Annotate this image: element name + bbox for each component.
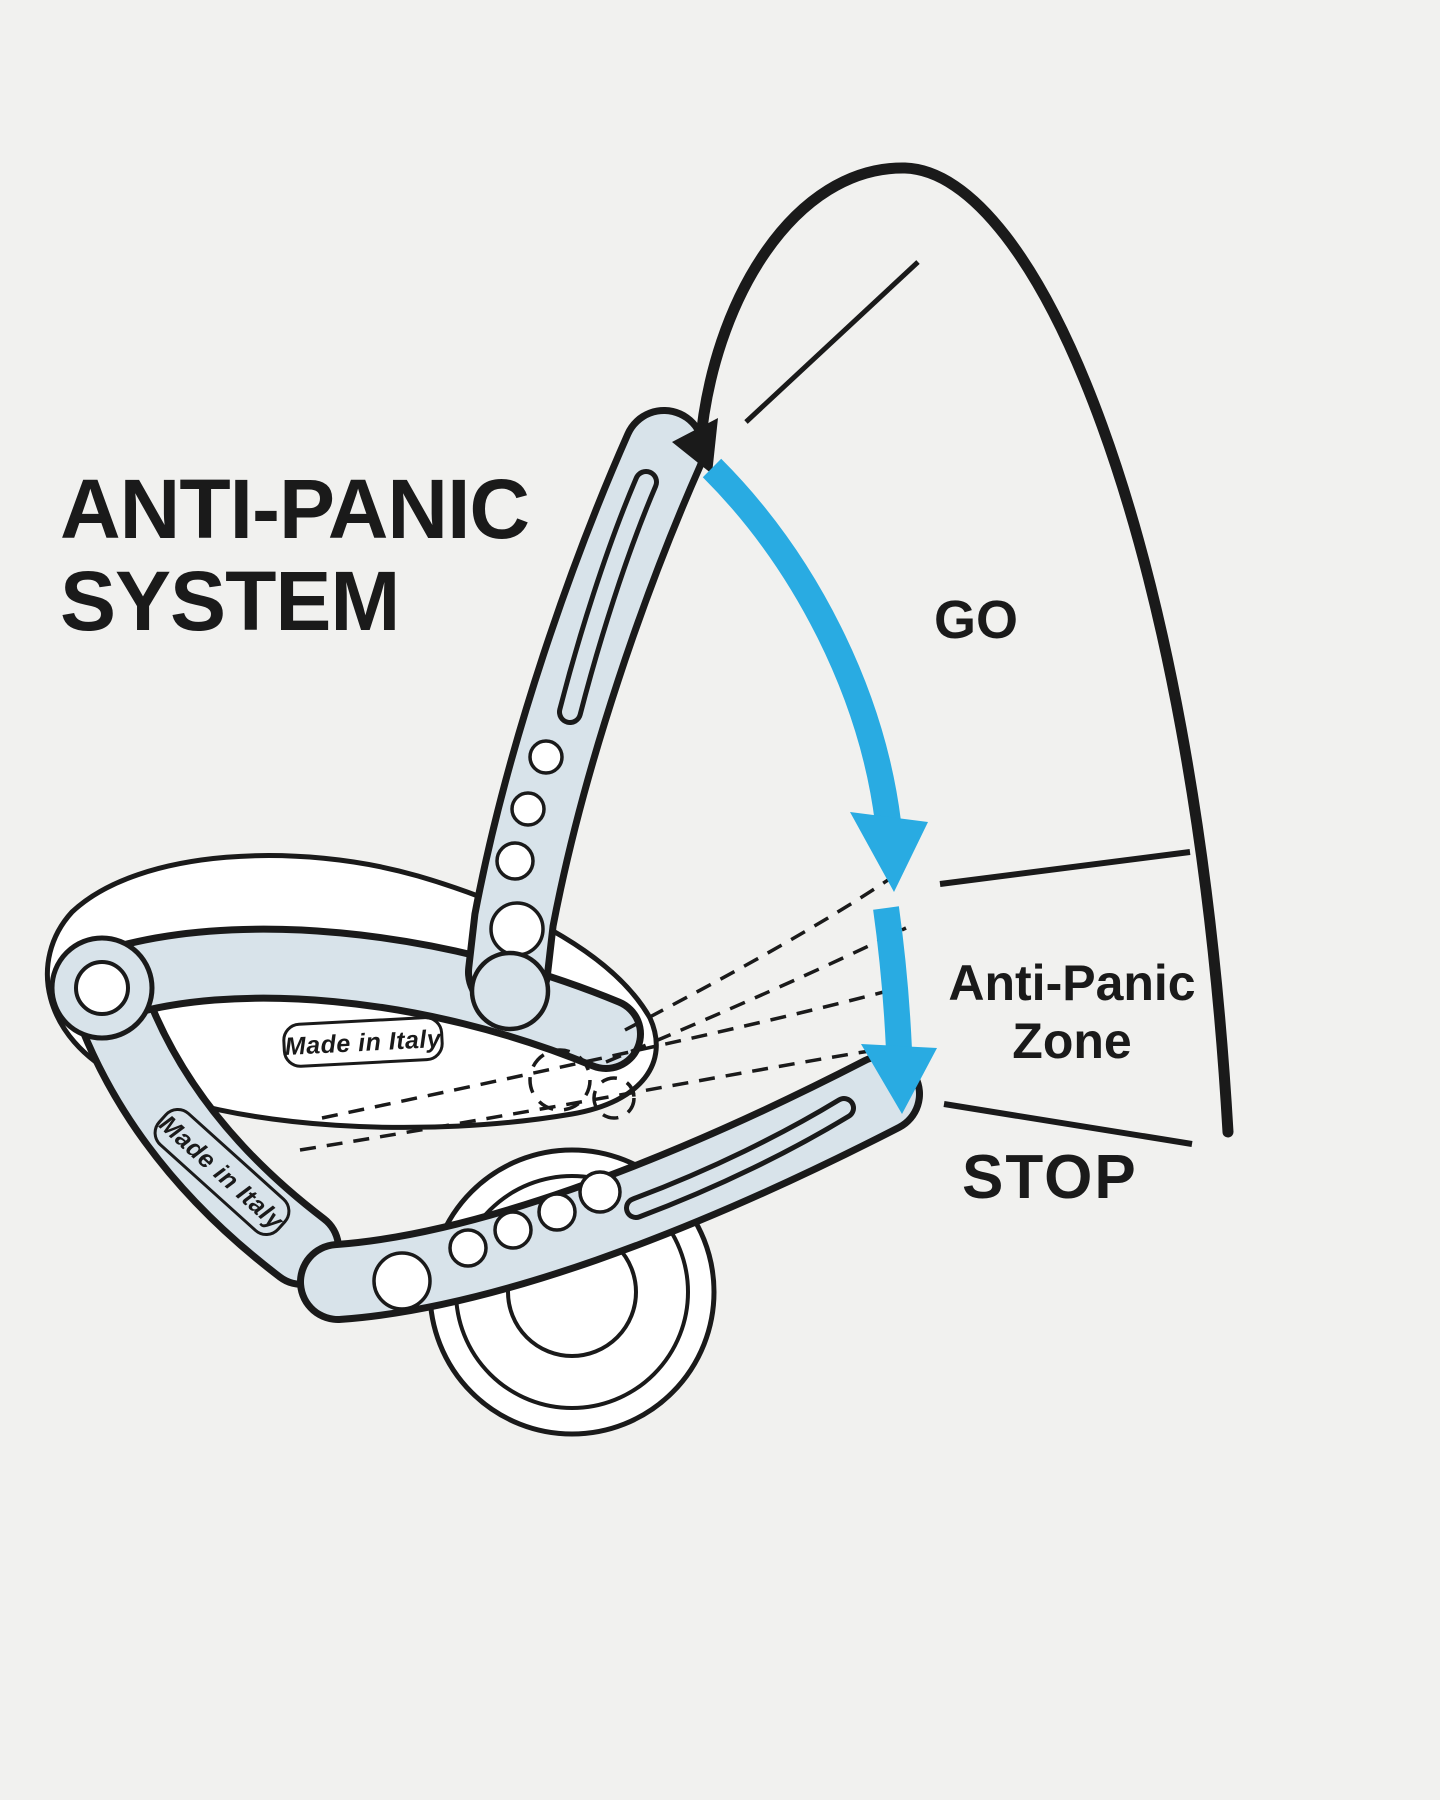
handle-hole xyxy=(495,841,535,881)
dashed-cam-outline xyxy=(528,1048,592,1112)
main-pivot xyxy=(49,935,155,1041)
go-zone-label: GO xyxy=(934,590,1018,650)
lever-hole xyxy=(578,1170,622,1214)
control-handle xyxy=(465,407,707,1032)
zone-divider-upper xyxy=(939,849,1191,887)
go-zone-arrow xyxy=(702,458,928,892)
diagram-title-line2: SYSTEM xyxy=(60,554,399,648)
zone-divider-lower xyxy=(943,1101,1193,1147)
anti-panic-arrowhead xyxy=(861,1044,937,1114)
diagram-labels: ANTI-PANIC SYSTEM GO Anti-Panic Zone STO… xyxy=(60,462,1196,1212)
handle-pointer-line xyxy=(744,260,920,424)
handle-hole xyxy=(489,901,545,957)
diagram-title-line1: ANTI-PANIC xyxy=(60,462,529,556)
stop-zone-label: STOP xyxy=(962,1143,1138,1212)
bottom-lever xyxy=(297,1053,923,1323)
dashed-cam-outline xyxy=(592,1076,636,1120)
anti-panic-zone-label-line1: Anti-Panic xyxy=(948,955,1195,1011)
dashed-motion-paths xyxy=(299,870,907,1152)
lever-hole xyxy=(372,1251,432,1311)
travel-arc-path xyxy=(694,162,1234,1138)
handle-pivot xyxy=(469,950,551,1032)
zone-dividers xyxy=(939,849,1193,1147)
descender-device: Made in Italy xyxy=(44,407,923,1437)
go-arrowhead xyxy=(850,812,928,892)
handle-travel-arc xyxy=(694,162,1234,1138)
lever-hole xyxy=(448,1228,488,1268)
anti-panic-zone-label-line2: Zone xyxy=(1012,1013,1131,1069)
handle-hole xyxy=(510,791,546,827)
label-plate xyxy=(282,1016,444,1068)
travel-arc-arrowhead xyxy=(672,418,718,474)
handle-hole xyxy=(528,739,564,775)
lever-hole xyxy=(537,1192,577,1232)
label-plate xyxy=(153,1107,291,1237)
lever-hole xyxy=(493,1210,533,1250)
anti-panic-zone-arrow xyxy=(861,906,937,1114)
